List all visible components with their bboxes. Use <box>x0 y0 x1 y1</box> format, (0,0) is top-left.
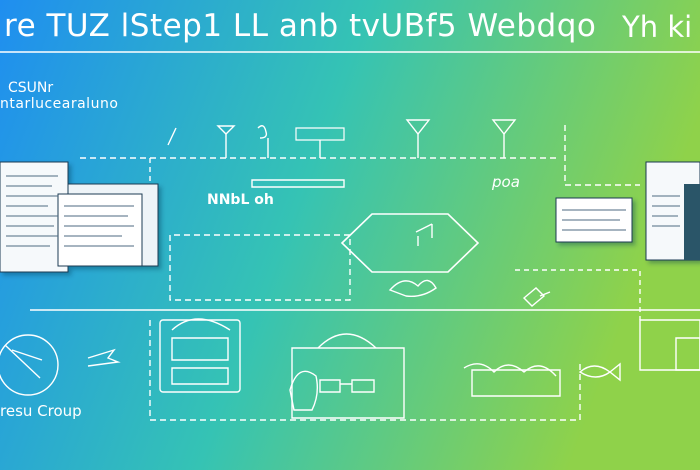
monitor-frame <box>160 320 240 392</box>
hexagon-node <box>342 214 478 272</box>
toolbox-handle <box>318 334 376 348</box>
bird-icon <box>390 280 436 296</box>
monitor-screen <box>172 338 228 360</box>
glasses-icon <box>320 380 374 392</box>
left-pointer-line <box>168 128 176 145</box>
small-kite-icon <box>524 288 550 306</box>
circle-node <box>0 335 58 395</box>
bottom-label: resu Croup <box>0 402 82 420</box>
lower-flow-loop <box>150 320 330 420</box>
diagram-title: re TUZ lStep1 LL anb tvUBf5 Webdqo <box>4 8 597 44</box>
far-right-card <box>640 320 700 370</box>
pencil-icon <box>5 345 42 378</box>
branch-line-right <box>565 125 640 185</box>
monitor-arch <box>172 319 230 330</box>
arrow-icon <box>88 350 118 366</box>
slider-bar <box>252 180 344 187</box>
tray-icon <box>472 370 560 396</box>
diagram-title-right: Yh ki <box>622 10 693 44</box>
doc-panel-mid <box>58 194 142 266</box>
bottom-flow-line <box>330 360 580 420</box>
middle-label: NNbL oh <box>207 192 274 208</box>
fish-icon <box>580 364 620 380</box>
far-right-card-inner <box>676 338 700 370</box>
doc-panel-right-shade <box>684 184 700 260</box>
figure-icon <box>290 371 317 410</box>
middle-dashed-frame <box>170 235 350 300</box>
triangle-icon-2 <box>407 120 429 134</box>
right-label: poa <box>492 173 520 191</box>
subtitle-line-2: ntarlucearaluno <box>0 96 119 112</box>
hook-icon <box>258 126 266 138</box>
tree-icon <box>416 224 432 246</box>
doc-panel-front <box>0 162 68 272</box>
monitor-tray <box>172 368 228 384</box>
subtitle-line-1: CSUNr <box>8 80 54 96</box>
triangle-icon-1 <box>218 126 234 134</box>
triangle-icon-3 <box>493 120 515 134</box>
wave-icon <box>464 364 556 376</box>
